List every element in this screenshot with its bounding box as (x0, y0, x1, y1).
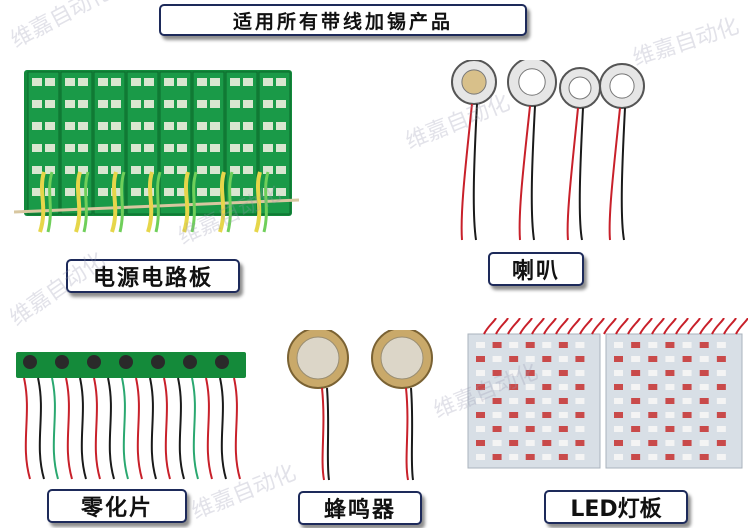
label-parts-board: 零化片 (47, 489, 187, 523)
led-board-image (460, 318, 748, 473)
power-circuit-board-image (14, 62, 304, 240)
speaker-image (440, 60, 650, 246)
label-led-board: LED灯板 (544, 490, 688, 524)
label-power-circuit-board: 电源电路板 (66, 259, 240, 293)
watermark: 维嘉自动化 (6, 0, 116, 54)
buzzer-image (280, 330, 450, 485)
parts-board-image (10, 344, 260, 484)
label-buzzer: 蜂鸣器 (298, 491, 422, 525)
page-title: 适用所有带线加锡产品 (159, 4, 527, 36)
label-speaker: 喇叭 (488, 252, 584, 286)
